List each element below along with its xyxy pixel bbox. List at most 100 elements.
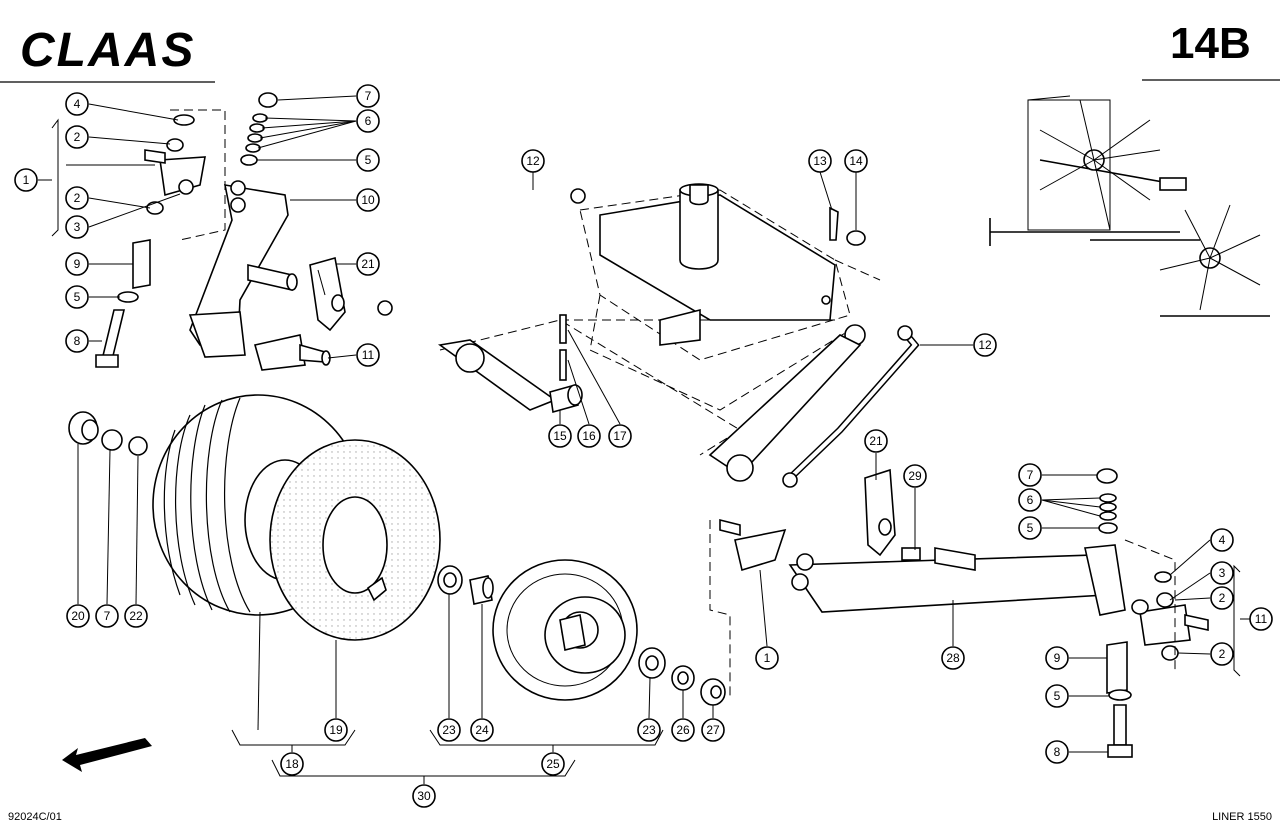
svg-text:5: 5 — [1054, 689, 1061, 703]
callout-11: 11 — [356, 343, 380, 367]
callout-4: 4 — [1210, 528, 1234, 552]
svg-text:24: 24 — [475, 723, 489, 737]
callout-12: 12 — [973, 333, 997, 357]
cotter-pin — [829, 206, 839, 241]
callout-5: 5 — [356, 148, 380, 172]
callout-16: 16 — [577, 424, 601, 448]
callout-15: 15 — [548, 424, 572, 448]
spacer-sleeve — [469, 575, 494, 605]
svg-text:1: 1 — [764, 651, 771, 665]
callout-3: 3 — [65, 215, 89, 239]
callout-20: 20 — [66, 604, 90, 628]
nut-washer-stack-upper — [240, 92, 278, 166]
svg-text:23: 23 — [442, 723, 456, 737]
svg-text:21: 21 — [361, 257, 375, 271]
callout-28: 28 — [941, 646, 965, 670]
svg-text:3: 3 — [1219, 566, 1226, 580]
bracket-lower — [864, 468, 896, 557]
svg-text:14: 14 — [849, 154, 863, 168]
machine-model: LINER 1550 — [1212, 811, 1272, 823]
callout-2: 2 — [65, 125, 89, 149]
spring-pins — [559, 314, 567, 381]
callout-21: 21 — [864, 429, 888, 453]
svg-text:18: 18 — [285, 757, 299, 771]
svg-text:29: 29 — [908, 469, 922, 483]
seal-ring — [671, 665, 695, 691]
svg-text:20: 20 — [71, 609, 85, 623]
callout-17: 17 — [608, 424, 632, 448]
axle-stub-upper — [254, 334, 331, 371]
svg-text:15: 15 — [553, 429, 567, 443]
svg-text:11: 11 — [1255, 612, 1268, 626]
callout-2: 2 — [1210, 586, 1234, 610]
svg-text:7: 7 — [365, 89, 372, 103]
svg-text:3: 3 — [74, 220, 81, 234]
callout-12: 12 — [521, 149, 545, 173]
svg-text:19: 19 — [329, 723, 343, 737]
callout-4: 4 — [65, 92, 89, 116]
swing-arm-right — [788, 544, 1126, 616]
svg-text:1: 1 — [23, 173, 30, 187]
callout-2: 2 — [1210, 642, 1234, 666]
bearing-right — [638, 647, 666, 679]
callout-5: 5 — [1018, 516, 1042, 540]
hub-cap — [700, 678, 726, 706]
svg-text:2: 2 — [74, 191, 81, 205]
gearbox-housing — [599, 183, 866, 346]
assembly-grouping-lines — [51, 109, 1241, 700]
svg-text:13: 13 — [813, 154, 827, 168]
callout-25: 25 — [541, 752, 565, 776]
callout-23: 23 — [437, 718, 461, 742]
svg-text:6: 6 — [365, 114, 372, 128]
bearing-left — [437, 565, 463, 595]
callout-14: 14 — [844, 149, 868, 173]
svg-text:21: 21 — [869, 434, 883, 448]
svg-text:5: 5 — [1027, 521, 1034, 535]
callout-8: 8 — [1045, 740, 1069, 764]
svg-text:23: 23 — [642, 723, 656, 737]
svg-text:30: 30 — [417, 789, 431, 803]
callout-1: 1 — [755, 646, 779, 670]
callout-22: 22 — [124, 604, 148, 628]
bracket-upper — [309, 256, 346, 332]
callout-23: 23 — [637, 718, 661, 742]
svg-text:22: 22 — [129, 609, 143, 623]
svg-text:5: 5 — [74, 290, 81, 304]
callout-5: 5 — [65, 285, 89, 309]
callout-7: 7 — [1018, 463, 1042, 487]
svg-text:6: 6 — [1027, 493, 1034, 507]
callout-9: 9 — [65, 252, 89, 276]
svg-text:7: 7 — [1027, 468, 1034, 482]
callout-24: 24 — [470, 718, 494, 742]
bolt-bracket-left — [95, 114, 206, 368]
svg-text:12: 12 — [526, 154, 540, 168]
document-number: 92024C/01 — [8, 811, 62, 823]
callout-29: 29 — [903, 464, 927, 488]
svg-text:4: 4 — [1219, 533, 1226, 547]
svg-text:27: 27 — [706, 723, 720, 737]
callout-26: 26 — [671, 718, 695, 742]
tie-rod-lower — [782, 325, 920, 488]
svg-text:8: 8 — [1054, 745, 1061, 759]
page-code: 14B — [1170, 19, 1251, 68]
callout-9: 9 — [1045, 646, 1069, 670]
callout-11: 11 — [1249, 607, 1273, 631]
svg-text:9: 9 — [1054, 651, 1061, 665]
brand-logo: CLAAS — [20, 24, 195, 77]
hub-cap-left — [68, 411, 99, 445]
callout-19: 19 — [324, 718, 348, 742]
callout-18: 18 — [280, 752, 304, 776]
svg-text:2: 2 — [1219, 647, 1226, 661]
svg-text:2: 2 — [74, 130, 81, 144]
pin-washer — [846, 230, 866, 246]
svg-text:8: 8 — [74, 334, 81, 348]
machine-overview-thumbnail — [989, 95, 1270, 317]
callout-2: 2 — [65, 186, 89, 210]
callout-27: 27 — [701, 718, 725, 742]
axle-stub-lower — [719, 518, 787, 572]
callout-8: 8 — [65, 329, 89, 353]
bushing — [549, 383, 583, 414]
callout-3: 3 — [1210, 561, 1234, 585]
svg-text:10: 10 — [361, 193, 375, 207]
